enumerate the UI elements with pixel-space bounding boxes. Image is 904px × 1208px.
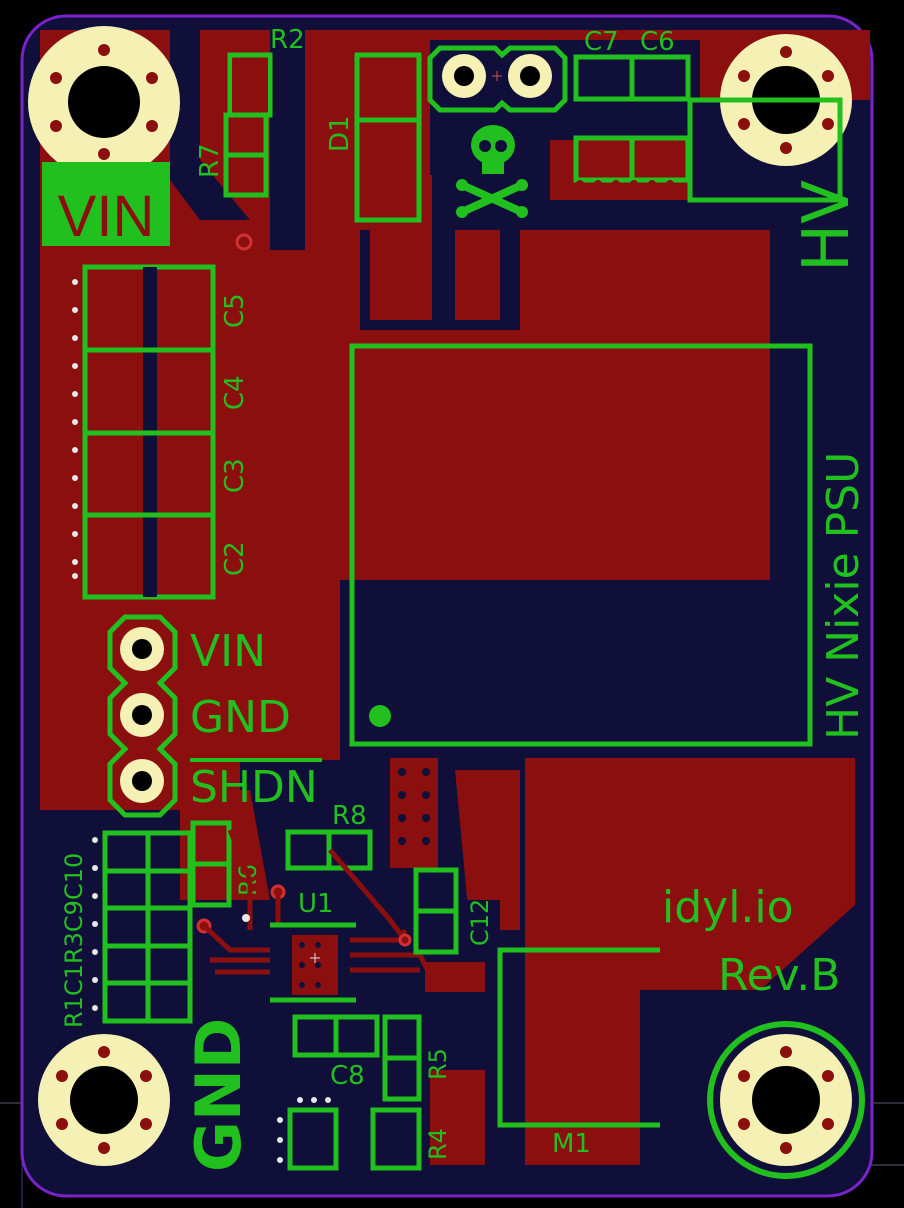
label-c2: C2 — [220, 541, 250, 576]
pin-label-gnd: GND — [190, 692, 291, 743]
label-left-column: R1C1R3C9C10 — [60, 853, 88, 1028]
via-grid — [390, 758, 438, 868]
label-r4: R4 — [424, 1128, 452, 1160]
mounting-hole-bottom-right — [707, 1021, 865, 1179]
label-m1: M1 — [552, 1129, 591, 1159]
hv-output-connector — [427, 45, 568, 113]
board-title: HV Nixie PSU — [818, 452, 869, 740]
c12-footprint — [413, 867, 459, 955]
skull-crossbones-icon — [456, 125, 528, 218]
revision-label: Rev.B — [718, 950, 840, 1001]
brand-label: idyl.io — [662, 882, 794, 933]
label-r8: R8 — [332, 801, 367, 831]
r4-footprint — [277, 1097, 422, 1171]
gnd-big-label: GND — [182, 1018, 255, 1172]
hv-corner-label: HV — [790, 180, 864, 272]
mounting-hole-top-left — [28, 26, 180, 178]
r5-footprint — [382, 1014, 422, 1102]
r7-footprint — [223, 112, 269, 251]
r2-footprint — [227, 52, 350, 118]
c8-footprint — [292, 1014, 380, 1058]
pin-label-vin: VIN — [190, 626, 266, 677]
label-c6: C6 — [640, 27, 675, 57]
d1-footprint — [354, 52, 422, 223]
left-passives — [92, 830, 193, 1024]
mounting-hole-bottom-left — [38, 1034, 170, 1166]
label-c8: C8 — [330, 1061, 365, 1091]
copper-pours — [40, 30, 870, 1165]
label-c5: C5 — [220, 293, 250, 328]
label-d1: D1 — [325, 115, 355, 152]
vin-badge: VIN — [58, 184, 155, 249]
label-r5: R5 — [424, 1048, 452, 1080]
pin-header — [107, 614, 178, 818]
r8-footprint — [285, 829, 373, 871]
capacitor-bank — [72, 264, 216, 600]
transformer-outline — [349, 343, 813, 747]
label-c3: C3 — [220, 458, 250, 493]
label-r2: R2 — [270, 25, 305, 55]
u1-footprint — [270, 922, 356, 1003]
label-r7: R7 — [195, 143, 225, 178]
label-c4: C4 — [220, 375, 250, 410]
vin-badge-bg — [42, 162, 170, 246]
label-c12: C12 — [466, 899, 494, 946]
label-c7: C7 — [584, 27, 619, 57]
pin-label-shdn: SHDN — [190, 762, 318, 813]
m1-footprint — [497, 947, 660, 1128]
label-u1: U1 — [298, 889, 334, 919]
